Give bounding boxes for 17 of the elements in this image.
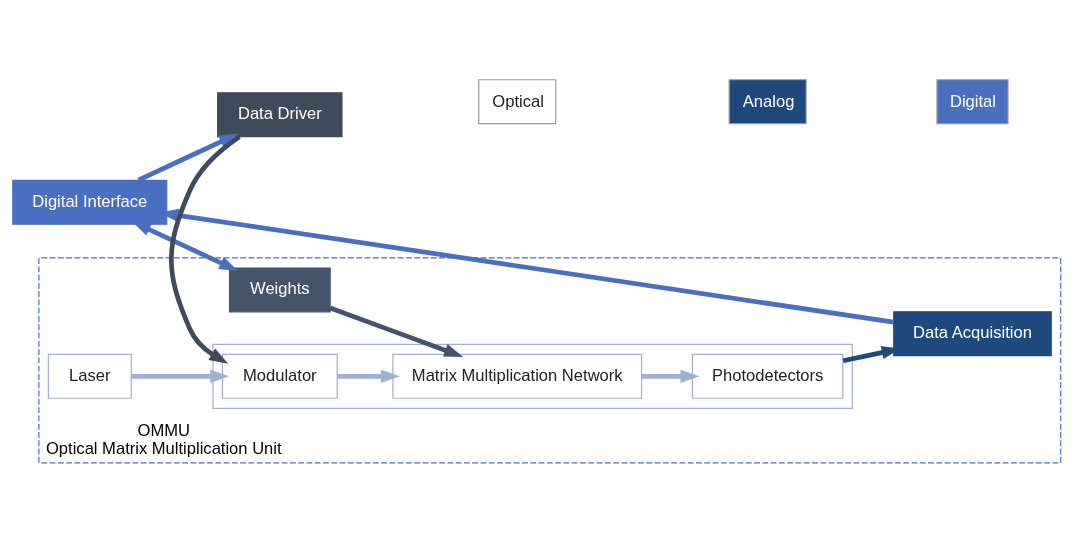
arrow (168, 134, 241, 364)
node-box: Modulator (221, 353, 338, 399)
legend-label: Digital (949, 91, 997, 111)
node-box: Digital Interface (12, 179, 168, 225)
legend-label: Optical (492, 91, 544, 111)
node-box: Photodetectors (691, 353, 844, 399)
arrow (131, 369, 230, 383)
node-box: Weights (228, 266, 331, 312)
node-box: Data Driver (217, 91, 343, 137)
arrow (641, 369, 700, 383)
node-box: Laser (47, 353, 132, 399)
node-box: Data Acquisition (893, 310, 1052, 356)
arrow (137, 133, 239, 182)
node-box: Matrix Multiplication Network (392, 353, 643, 399)
arrow (329, 305, 464, 357)
legend-label: Analog (742, 91, 795, 111)
arrow (337, 369, 400, 383)
